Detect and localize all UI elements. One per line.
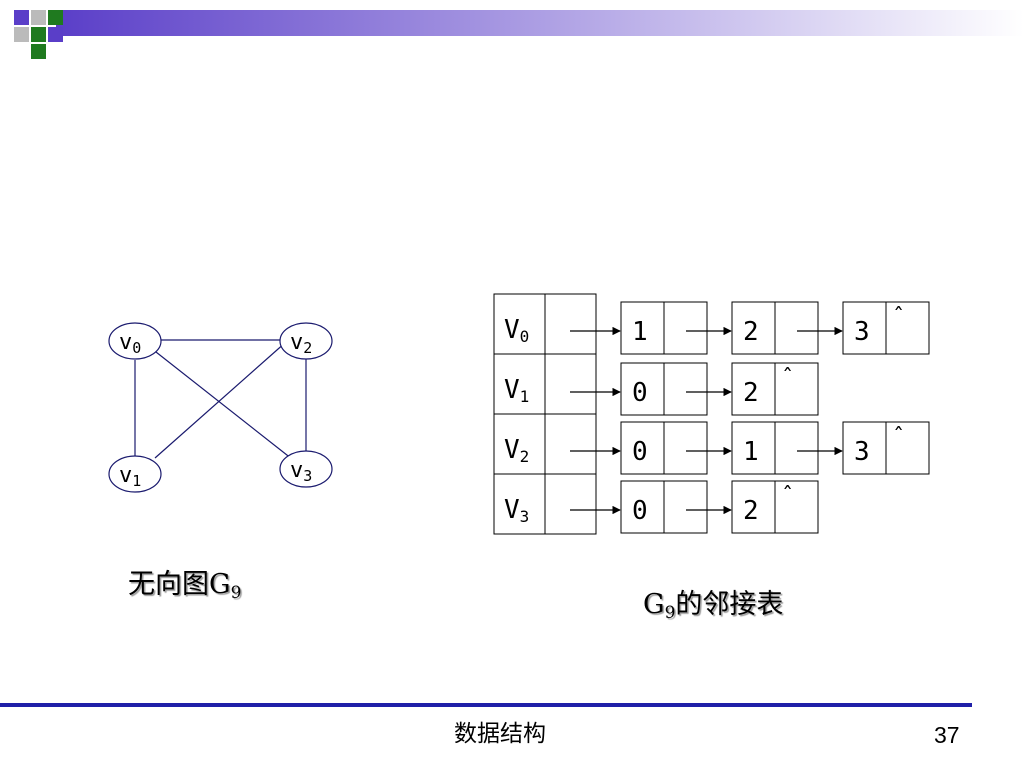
graph-caption-text: 无向图G: [128, 569, 231, 600]
head-vertex-label-3: V3: [504, 495, 529, 526]
null-mark-3: ˆ: [781, 484, 794, 509]
node-value-3-1: 2: [743, 496, 759, 526]
adjacency-caption-sub: 9: [664, 603, 676, 623]
node-value-0-2: 3: [854, 317, 870, 347]
null-mark-0: ˆ: [892, 305, 905, 330]
graph-vertex-label-v2: v2: [290, 330, 312, 357]
graph-caption: 无向图G9: [128, 562, 241, 603]
head-pointer-cell-2: [544, 413, 597, 475]
adjacency-caption: G9的邻接表: [643, 582, 783, 623]
head-vertex-label-2: V2: [504, 435, 529, 466]
graph-caption-sub: 9: [230, 583, 242, 603]
node-value-0-1: 2: [743, 317, 759, 347]
node-value-3-0: 0: [632, 496, 648, 526]
graph-edge-v0-v3: [155, 351, 293, 460]
node-next-cell-2-0: [663, 421, 708, 475]
node-next-cell-1-1: [774, 362, 819, 416]
head-vertex-label-1: V1: [504, 375, 529, 406]
node-value-0-0: 1: [632, 317, 648, 347]
footer-divider: [0, 703, 972, 707]
node-value-2-2: 3: [854, 437, 870, 467]
null-mark-2: ˆ: [892, 425, 905, 450]
header-gradient-bar: [56, 10, 1024, 36]
slide-header: [14, 10, 1024, 59]
graph-vertex-label-v1: v1: [119, 463, 141, 490]
head-vertex-label-0: V0: [504, 315, 529, 346]
node-next-cell-0-1: [774, 301, 819, 355]
footer-title: 数据结构: [454, 721, 546, 747]
head-pointer-cell-3: [544, 473, 597, 535]
node-next-cell-3-0: [663, 480, 708, 534]
logo-squares: [14, 10, 63, 59]
node-value-2-1: 1: [743, 437, 759, 467]
graph-vertex-v1: [108, 455, 162, 493]
node-next-cell-2-1: [774, 421, 819, 475]
node-next-cell-3-1: [774, 480, 819, 534]
node-next-cell-2-2: [885, 421, 930, 475]
graph-vertex-v2: [279, 322, 333, 360]
adjacency-caption-prefix: G: [643, 589, 665, 620]
graph-vertex-v0: [108, 322, 162, 360]
node-value-2-0: 0: [632, 437, 648, 467]
head-pointer-cell-0: [544, 293, 597, 355]
graph-edge-v1-v2: [154, 341, 287, 459]
adjacency-caption-text: 的邻接表: [675, 589, 784, 620]
graph-vertex-label-v0: v0: [119, 330, 141, 357]
null-mark-1: ˆ: [781, 366, 794, 391]
head-pointer-cell-1: [544, 353, 597, 415]
node-value-1-1: 2: [743, 378, 759, 408]
node-next-cell-0-0: [663, 301, 708, 355]
node-value-1-0: 0: [632, 378, 648, 408]
graph-vertex-v3: [279, 450, 333, 488]
node-next-cell-0-2: [885, 301, 930, 355]
graph-vertex-label-v3: v3: [290, 458, 312, 485]
node-next-cell-1-0: [663, 362, 708, 416]
page-number: 37: [934, 722, 960, 748]
